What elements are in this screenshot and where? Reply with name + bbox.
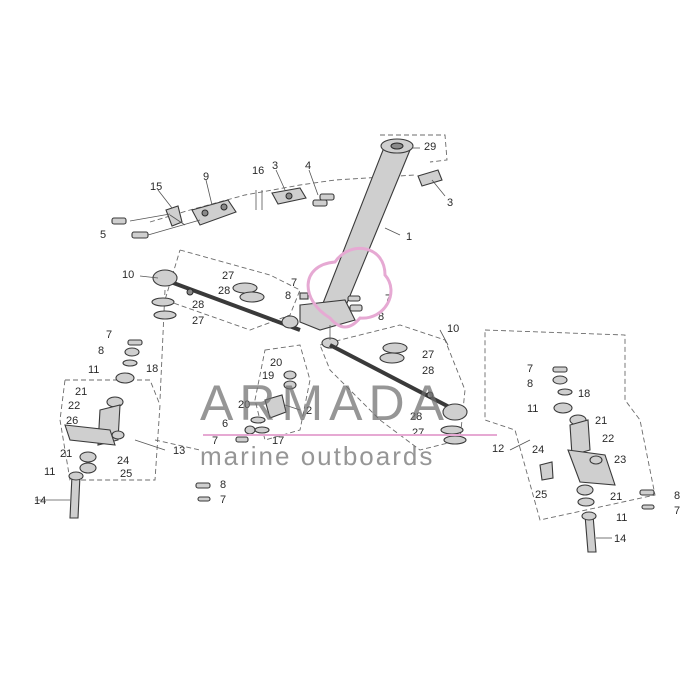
callout: 8	[674, 490, 680, 502]
callout: 7	[212, 435, 218, 447]
callout: 25	[535, 489, 547, 501]
callout: 16	[252, 165, 264, 177]
callout: 24	[532, 444, 544, 456]
callout: 28	[218, 285, 230, 297]
callout: 11	[527, 403, 538, 415]
right-tie-rod	[329, 342, 468, 445]
left-tie-rod	[151, 269, 301, 332]
callout: 21	[75, 386, 87, 398]
callout: 27	[222, 270, 234, 282]
callout-labels: 29 1 3 9 15 16 3 4 5 10 27 28 7 8 7 8 28…	[34, 141, 680, 545]
callout: 22	[68, 400, 80, 412]
callout: 11	[44, 466, 55, 478]
callout: 8	[285, 290, 291, 302]
callout: 26	[66, 415, 78, 427]
callout: 12	[492, 443, 504, 455]
callout: 27	[192, 315, 204, 327]
steering-column	[299, 138, 414, 349]
callout: 2	[306, 405, 312, 417]
watermark: ARMADA marine outboards	[200, 246, 497, 471]
callout: 7	[220, 494, 226, 506]
callout: 11	[88, 364, 99, 376]
center-parts	[235, 292, 363, 443]
callout: 29	[424, 141, 436, 153]
armada-logo-icon	[306, 246, 393, 329]
right-knuckle-assembly	[195, 366, 655, 553]
left-knuckle-assembly	[64, 339, 143, 519]
callout: 21	[610, 491, 622, 503]
callout: 28	[422, 365, 434, 377]
callout: 14	[614, 533, 626, 545]
callout: 21	[595, 415, 607, 427]
leader-lines	[35, 147, 612, 539]
watermark-brand: ARMADA	[200, 375, 450, 431]
callout: 22	[602, 433, 614, 445]
callout: 10	[447, 323, 459, 335]
callout: 13	[173, 445, 185, 457]
callout: 11	[616, 512, 627, 524]
callout: 8	[378, 311, 384, 323]
callout: 23	[614, 454, 626, 466]
callout: 28	[410, 411, 422, 423]
callout: 20	[270, 357, 282, 369]
callout: 8	[220, 479, 226, 491]
callout: 7	[674, 505, 680, 517]
callout: 7	[106, 329, 112, 341]
callout: 10	[122, 269, 134, 281]
callout: 25	[120, 468, 132, 480]
callout: 9	[203, 171, 209, 183]
callout: 4	[305, 160, 311, 172]
callout: 5	[100, 229, 106, 241]
callout: 3	[272, 160, 278, 172]
callout: 18	[146, 363, 158, 375]
callout: 24	[117, 455, 129, 467]
callout: 1	[406, 231, 412, 243]
callout: 7	[527, 363, 533, 375]
callout: 27	[422, 349, 434, 361]
callout: 17	[272, 435, 284, 447]
callout: 7	[291, 277, 297, 289]
callout: 19	[262, 370, 274, 382]
upper-bracket-parts	[111, 169, 443, 239]
callout: 18	[578, 388, 590, 400]
callout: 20	[238, 399, 250, 411]
watermark-tagline: marine outboards	[200, 441, 434, 471]
callout: 6	[222, 418, 228, 430]
callout: 14	[34, 495, 46, 507]
callout: 8	[527, 378, 533, 390]
callout: 28	[192, 299, 204, 311]
callout: 8	[98, 345, 104, 357]
callout: 3	[447, 197, 453, 209]
callout: 15	[150, 181, 162, 193]
callout: 21	[60, 448, 72, 460]
